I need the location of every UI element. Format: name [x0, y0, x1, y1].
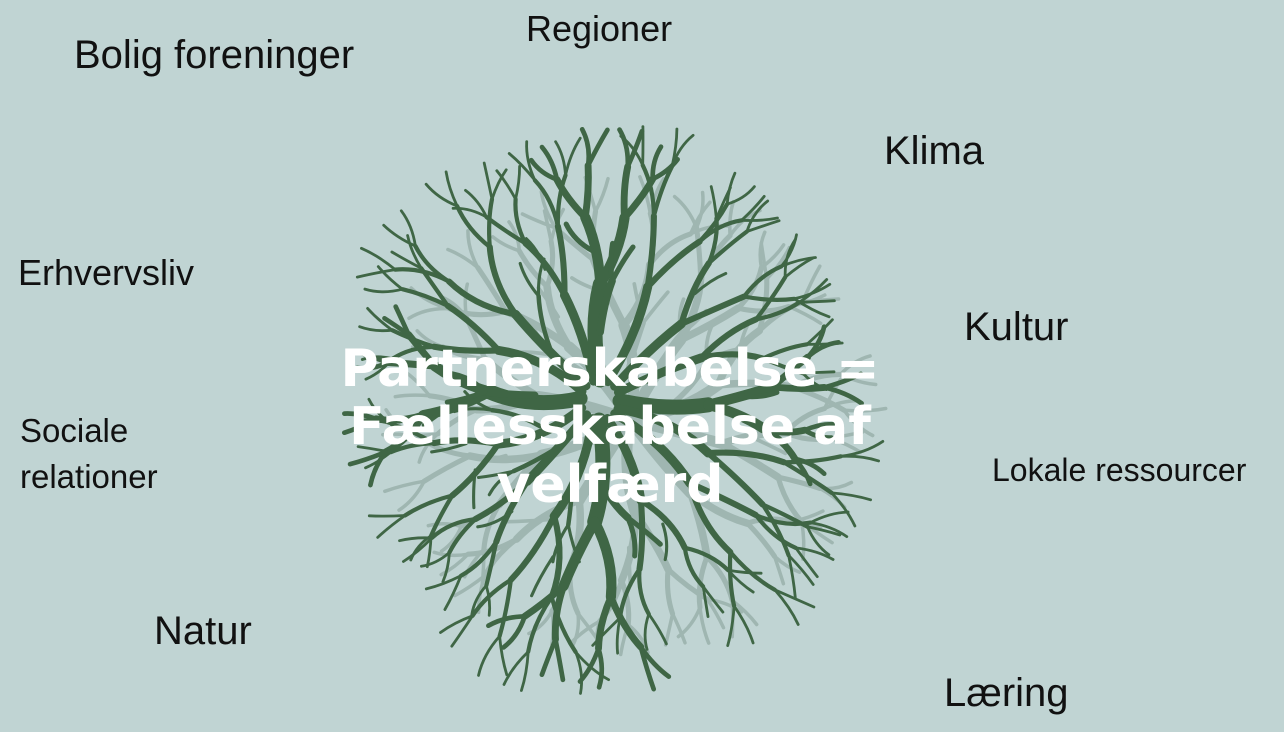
root-branch-226 — [649, 614, 667, 644]
root-branch-134 — [697, 228, 701, 278]
root-branch-232 — [595, 522, 612, 597]
root-branch-236 — [599, 597, 611, 649]
root-branch-366 — [516, 166, 520, 199]
root-branch-412 — [711, 187, 716, 219]
root-branch-365 — [497, 171, 516, 199]
root-branch-344 — [357, 270, 395, 278]
root-branch-242 — [542, 639, 556, 674]
root-branch-51 — [573, 614, 579, 646]
label-erhvervsliv: Erhvervsliv — [18, 252, 194, 293]
center-title-line3: velfærd — [300, 456, 920, 514]
root-branch-294 — [369, 516, 405, 517]
root-branch-218 — [728, 570, 761, 573]
center-title-line2: Fællesskabelse af — [300, 398, 920, 456]
label-klima: Klima — [884, 128, 984, 174]
root-branch-432 — [800, 301, 835, 303]
root-branch-261 — [479, 636, 500, 675]
root-branch-227 — [645, 614, 649, 649]
root-branch-97 — [409, 309, 450, 319]
root-branch-382 — [588, 130, 607, 166]
center-title: Partnerskabelse = Fællesskabelse af velf… — [300, 340, 920, 515]
root-branch-21 — [747, 523, 774, 556]
root-branch-293 — [378, 516, 405, 538]
root-branch-237 — [599, 649, 602, 688]
root-branch-62 — [508, 520, 548, 522]
label-lokale-ressourcer: Lokale ressourcer — [992, 452, 1246, 489]
root-branch-395 — [648, 216, 654, 287]
label-bolig-foreninger: Bolig foreninger — [74, 32, 354, 78]
root-branch-225 — [639, 569, 649, 614]
root-branch-135 — [675, 197, 697, 228]
root-branch-405 — [727, 187, 754, 205]
root-branch-381 — [582, 129, 589, 165]
root-branch-354 — [484, 163, 492, 199]
root-branch-241 — [556, 639, 563, 679]
label-sociale-line2: relationer — [20, 454, 158, 500]
label-laering: Læring — [944, 670, 1069, 716]
label-natur: Natur — [154, 608, 252, 654]
root-branch-38 — [666, 614, 673, 645]
root-branch-373 — [556, 142, 566, 176]
root-branch-37 — [673, 614, 685, 643]
label-sociale-line1: Sociale — [20, 408, 158, 454]
label-regioner: Regioner — [526, 8, 672, 49]
label-kultur: Kultur — [964, 304, 1069, 350]
root-branch-146 — [789, 307, 821, 324]
root-branch-280 — [421, 553, 449, 567]
root-branch-15 — [802, 522, 804, 560]
root-branch-374 — [566, 138, 581, 175]
root-branch-257 — [532, 557, 553, 596]
center-title-line1: Partnerskabelse = — [300, 340, 920, 398]
label-sociale-relationer: Sociale relationer — [20, 408, 158, 499]
root-branch-212 — [730, 552, 734, 606]
root-branch-136 — [697, 193, 703, 228]
root-branch-380 — [585, 166, 588, 218]
root-branch-244 — [504, 616, 525, 647]
root-branch-46 — [629, 548, 631, 585]
root-branch-66 — [482, 549, 484, 583]
root-branch-260 — [500, 636, 507, 675]
root-branch-120 — [596, 179, 609, 212]
root-branch-336 — [365, 289, 403, 292]
